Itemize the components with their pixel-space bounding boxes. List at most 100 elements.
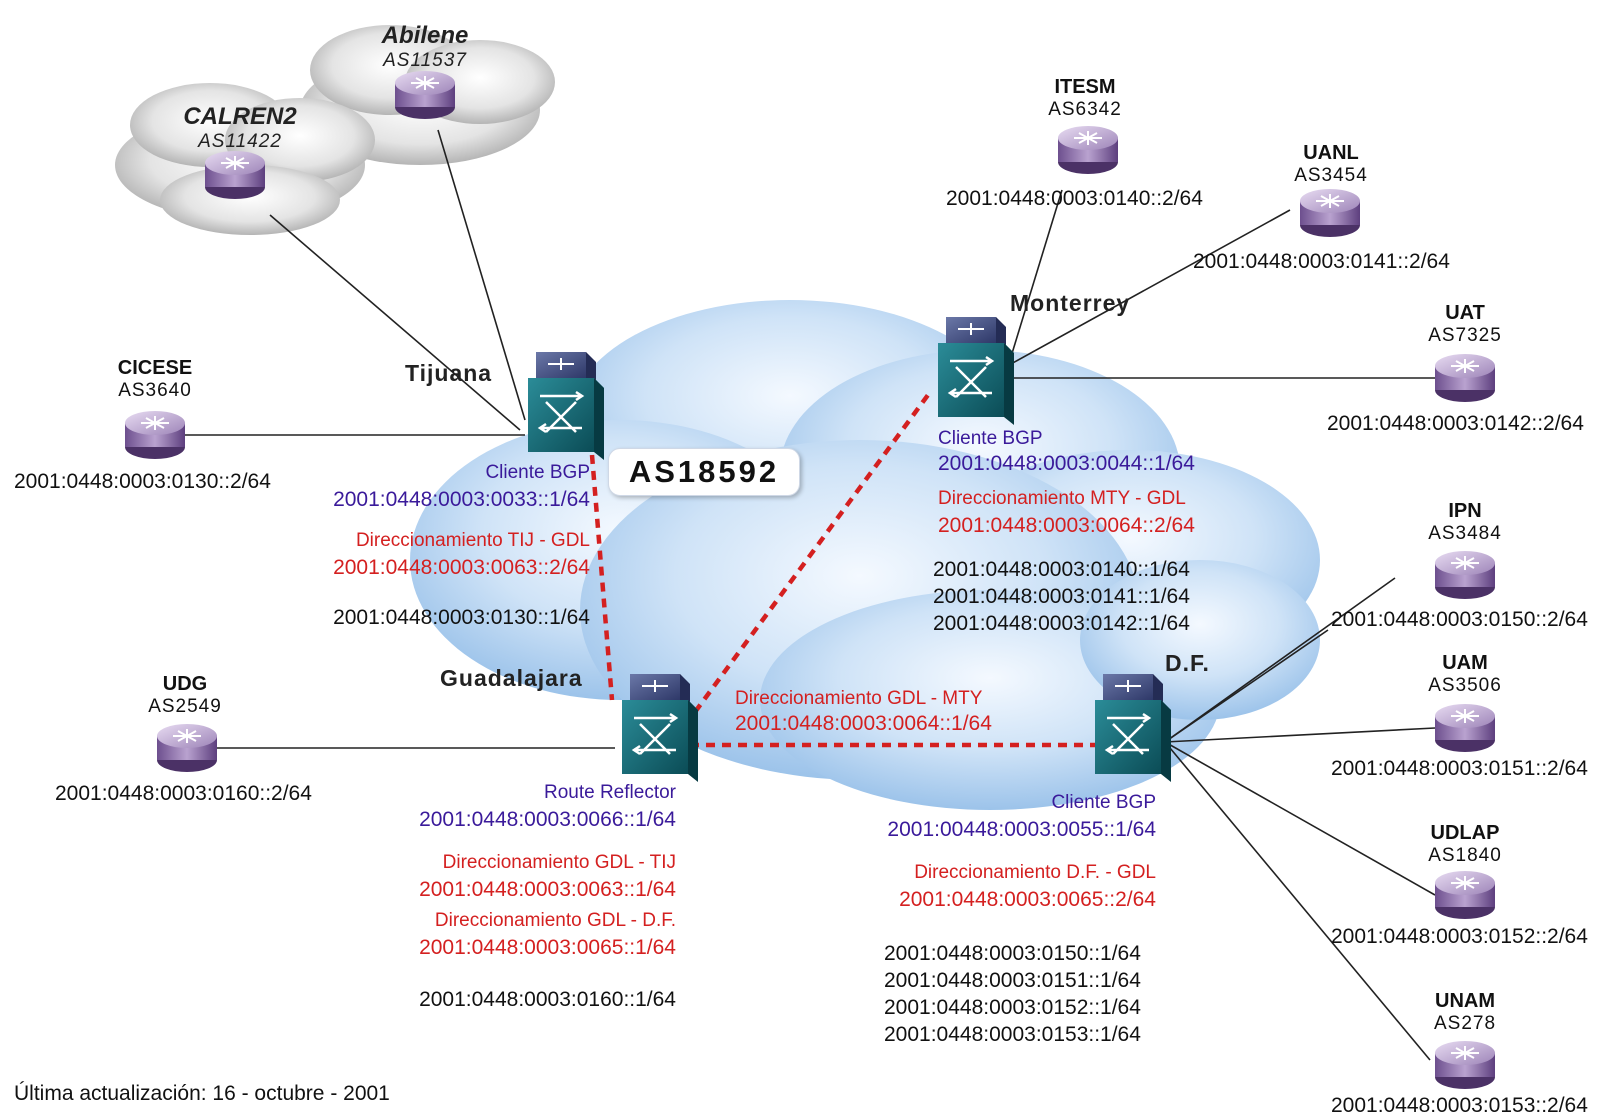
tijuana-net-addr: 2001:0448:0003:0130::1/64 [333,606,590,629]
uanl-label: UANL AS3454 [1256,142,1406,187]
switch-tijuana [526,350,606,462]
gdl-mty-link-addr: 2001:0448:0003:0064::1/64 [735,712,992,735]
unam-addr: 2001:0448:0003:0153::2/64 [1331,1094,1588,1117]
calren-name: CALREN2 [183,103,297,130]
link-uanl-monterrey [999,209,1291,371]
udlap-as: AS1840 [1428,845,1502,866]
link-calren-tijuana [269,214,521,431]
monterrey-net-3: 2001:0448:0003:0142::1/64 [933,612,1190,635]
abilene-label: Abilene AS11537 [350,22,500,72]
uam-label: UAM AS3506 [1390,652,1540,697]
router-unam [1434,1040,1496,1090]
router-ipn [1434,550,1496,600]
bgp-links [589,393,1105,748]
monterrey-bgp-addr: 2001:0448:0003:0044::1/64 [938,452,1195,475]
df-link-addr: 2001:0448:0003:0065::2/64 [899,888,1156,911]
link-unam-df [1164,741,1431,1061]
link-abilene-tijuana [437,129,526,421]
uanl-addr: 2001:0448:0003:0141::2/64 [1193,250,1450,273]
cicese-as: AS3640 [118,380,192,401]
df-net-4: 2001:0448:0003:0153::1/64 [884,1023,1141,1046]
link-itesm-monterrey [1009,189,1063,361]
ipn-label: IPN AS3484 [1390,500,1540,545]
guadalajara-link1-addr: 2001:0448:0003:0063::1/64 [419,878,676,901]
monterrey-link-addr: 2001:0448:0003:0064::2/64 [938,514,1195,537]
router-uat [1434,353,1496,403]
df-net-1: 2001:0448:0003:0150::1/64 [884,942,1141,965]
itesm-as: AS6342 [1048,99,1122,120]
router-abilene [394,70,456,120]
ipn-addr: 2001:0448:0003:0150::2/64 [1331,608,1588,631]
bgp-link-gdl-mty [693,393,930,714]
guadalajara-city-label: Guadalajara [440,665,583,691]
cicese-label: CICESE AS3640 [80,357,230,402]
link-ipn-df [1164,577,1396,743]
df-net-2: 2001:0448:0003:0151::1/64 [884,969,1141,992]
ipn-as: AS3484 [1428,523,1502,544]
itesm-label: ITESM AS6342 [1010,76,1160,121]
tijuana-bgp-addr: 2001:0448:0003:0033::1/64 [333,488,590,511]
router-udg [156,723,218,773]
udg-name: UDG [162,673,208,695]
df-bgp-addr: 2001:00448:0003:0055::1/64 [887,818,1156,841]
guadalajara-role: Route Reflector [543,782,676,803]
uat-addr: 2001:0448:0003:0142::2/64 [1327,412,1584,435]
udg-label: UDG AS2549 [110,673,260,718]
itesm-addr: 2001:0448:0003:0140::2/64 [946,187,1203,210]
df-net-3: 2001:0448:0003:0152::1/64 [884,996,1141,1019]
guadalajara-bgp-addr: 2001:0448:0003:0066::1/64 [419,808,676,831]
ipn-name: IPN [1448,500,1482,522]
bgp-link-tij-gdl [589,454,615,701]
guadalajara-link2-title: Direccionamiento GDL - D.F. [434,910,676,931]
uat-as: AS7325 [1428,325,1502,346]
router-cicese [124,410,186,460]
df-city-label: D.F. [1165,650,1210,676]
tijuana-link-addr: 2001:0448:0003:0063::2/64 [333,556,590,579]
monterrey-net-1: 2001:0448:0003:0140::1/64 [933,558,1190,581]
switch-guadalajara [620,672,700,784]
abilene-as: AS11537 [383,50,467,71]
link-uam-df [1164,727,1436,743]
calren-label: CALREN2 AS11422 [165,103,315,153]
uat-label: UAT AS7325 [1390,302,1540,347]
switch-df [1093,672,1173,784]
gdl-mty-link-title: Direccionamiento GDL - MTY [735,688,983,709]
router-calren2 [204,150,266,200]
router-uam [1434,703,1496,753]
abilene-name: Abilene [381,22,469,49]
uat-name: UAT [1445,302,1485,324]
link-ipn-df-2 [1164,629,1329,743]
monterrey-link-title: Direccionamiento MTY - GDL [938,488,1186,509]
peer-links [185,129,1436,1061]
udlap-name: UDLAP [1430,822,1500,844]
uam-addr: 2001:0448:0003:0151::2/64 [1331,757,1588,780]
udlap-label: UDLAP AS1840 [1390,822,1540,867]
monterrey-role: Cliente BGP [938,428,1043,449]
cicese-name: CICESE [117,357,193,379]
uam-as: AS3506 [1428,675,1502,696]
monterrey-net-2: 2001:0448:0003:0141::1/64 [933,585,1190,608]
tijuana-city-label: Tijuana [405,360,493,386]
udg-as: AS2549 [148,696,222,717]
uanl-name: UANL [1303,142,1359,164]
udlap-addr: 2001:0448:0003:0152::2/64 [1331,925,1588,948]
last-updated: Última actualización: 16 - octubre - 200… [14,1082,390,1105]
uanl-as: AS3454 [1294,165,1368,186]
router-udlap [1434,870,1496,920]
router-uanl [1299,188,1361,238]
guadalajara-net-addr: 2001:0448:0003:0160::1/64 [419,988,676,1011]
udg-addr: 2001:0448:0003:0160::2/64 [55,782,312,805]
itesm-name: ITESM [1054,76,1116,98]
calren-as: AS11422 [198,131,282,152]
tijuana-role: Cliente BGP [485,462,590,483]
tijuana-link-title: Direccionamiento TIJ - GDL [355,530,590,551]
link-udlap-df [1164,741,1436,896]
backbone-as-badge: AS18592 [608,448,800,496]
unam-label: UNAM AS278 [1390,990,1540,1035]
cicese-addr: 2001:0448:0003:0130::2/64 [14,470,271,493]
guadalajara-link2-addr: 2001:0448:0003:0065::1/64 [419,936,676,959]
uam-name: UAM [1442,652,1488,674]
switch-monterrey [936,315,1016,427]
df-role: Cliente BGP [1051,792,1156,813]
